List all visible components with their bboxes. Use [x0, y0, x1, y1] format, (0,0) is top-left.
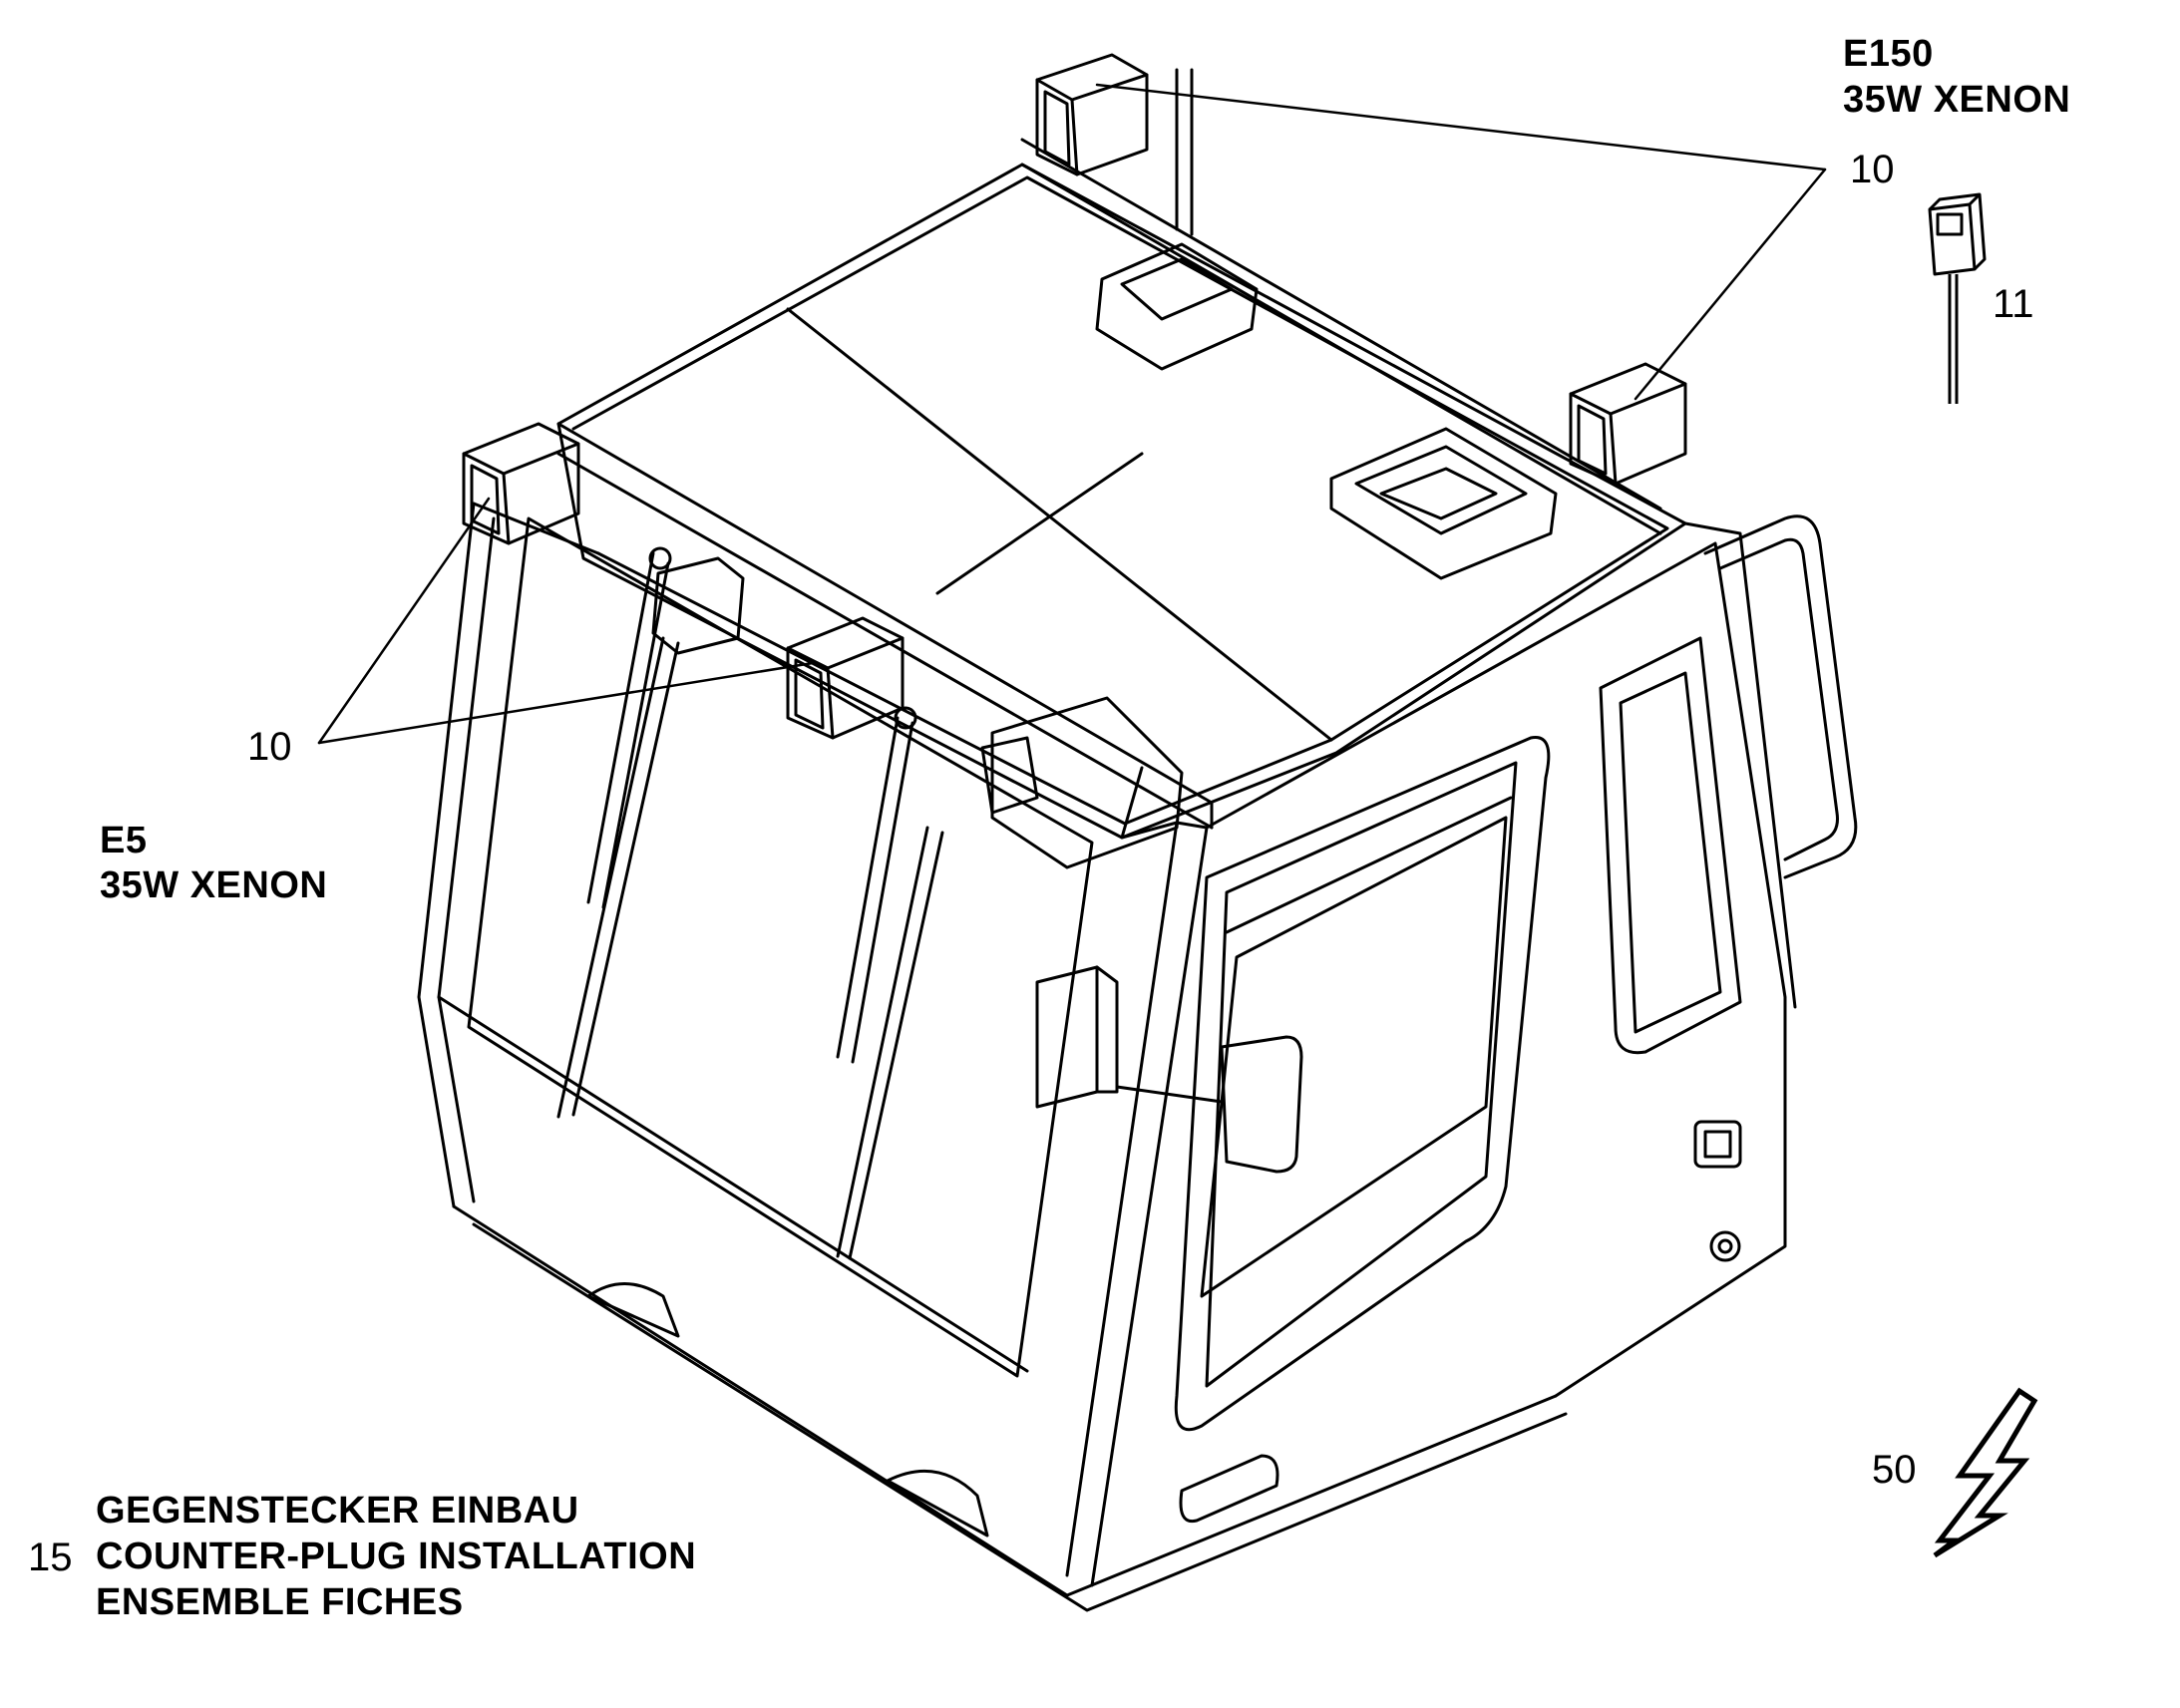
item-15-label: 15 — [28, 1536, 73, 1579]
item-11-label: 11 — [1993, 282, 2034, 326]
e5-desc-label: 35W XENON — [100, 864, 328, 906]
item-10-left-label: 10 — [247, 725, 292, 769]
work-lamp-icon — [1569, 362, 1687, 486]
work-lamp-icon — [462, 422, 580, 545]
e5-code-label: E5 — [100, 820, 148, 861]
work-lamp-icon — [1035, 53, 1149, 176]
note-15-line3: ENSEMBLE FICHES — [96, 1581, 464, 1623]
front-lamp-bar — [556, 422, 1214, 830]
note-15-line2: COUNTER-PLUG INSTALLATION — [96, 1536, 697, 1577]
cab-body — [417, 163, 1858, 1612]
front-wipers — [556, 546, 944, 1260]
note-15-line1: GEGENSTECKER EINBAU — [96, 1490, 579, 1532]
connector-plug-icon — [1928, 192, 1987, 404]
work-lamp-icon — [786, 616, 905, 740]
lightning-bolt-icon — [1933, 1387, 2038, 1558]
e150-desc-label: 35W XENON — [1843, 79, 2071, 121]
item-50-label: 50 — [1872, 1448, 1917, 1492]
item-10-top-label: 10 — [1850, 148, 1895, 191]
e150-code-label: E150 — [1843, 33, 1934, 75]
leader-lines — [317, 83, 1827, 745]
rear-lamp-bar — [1020, 68, 1662, 535]
